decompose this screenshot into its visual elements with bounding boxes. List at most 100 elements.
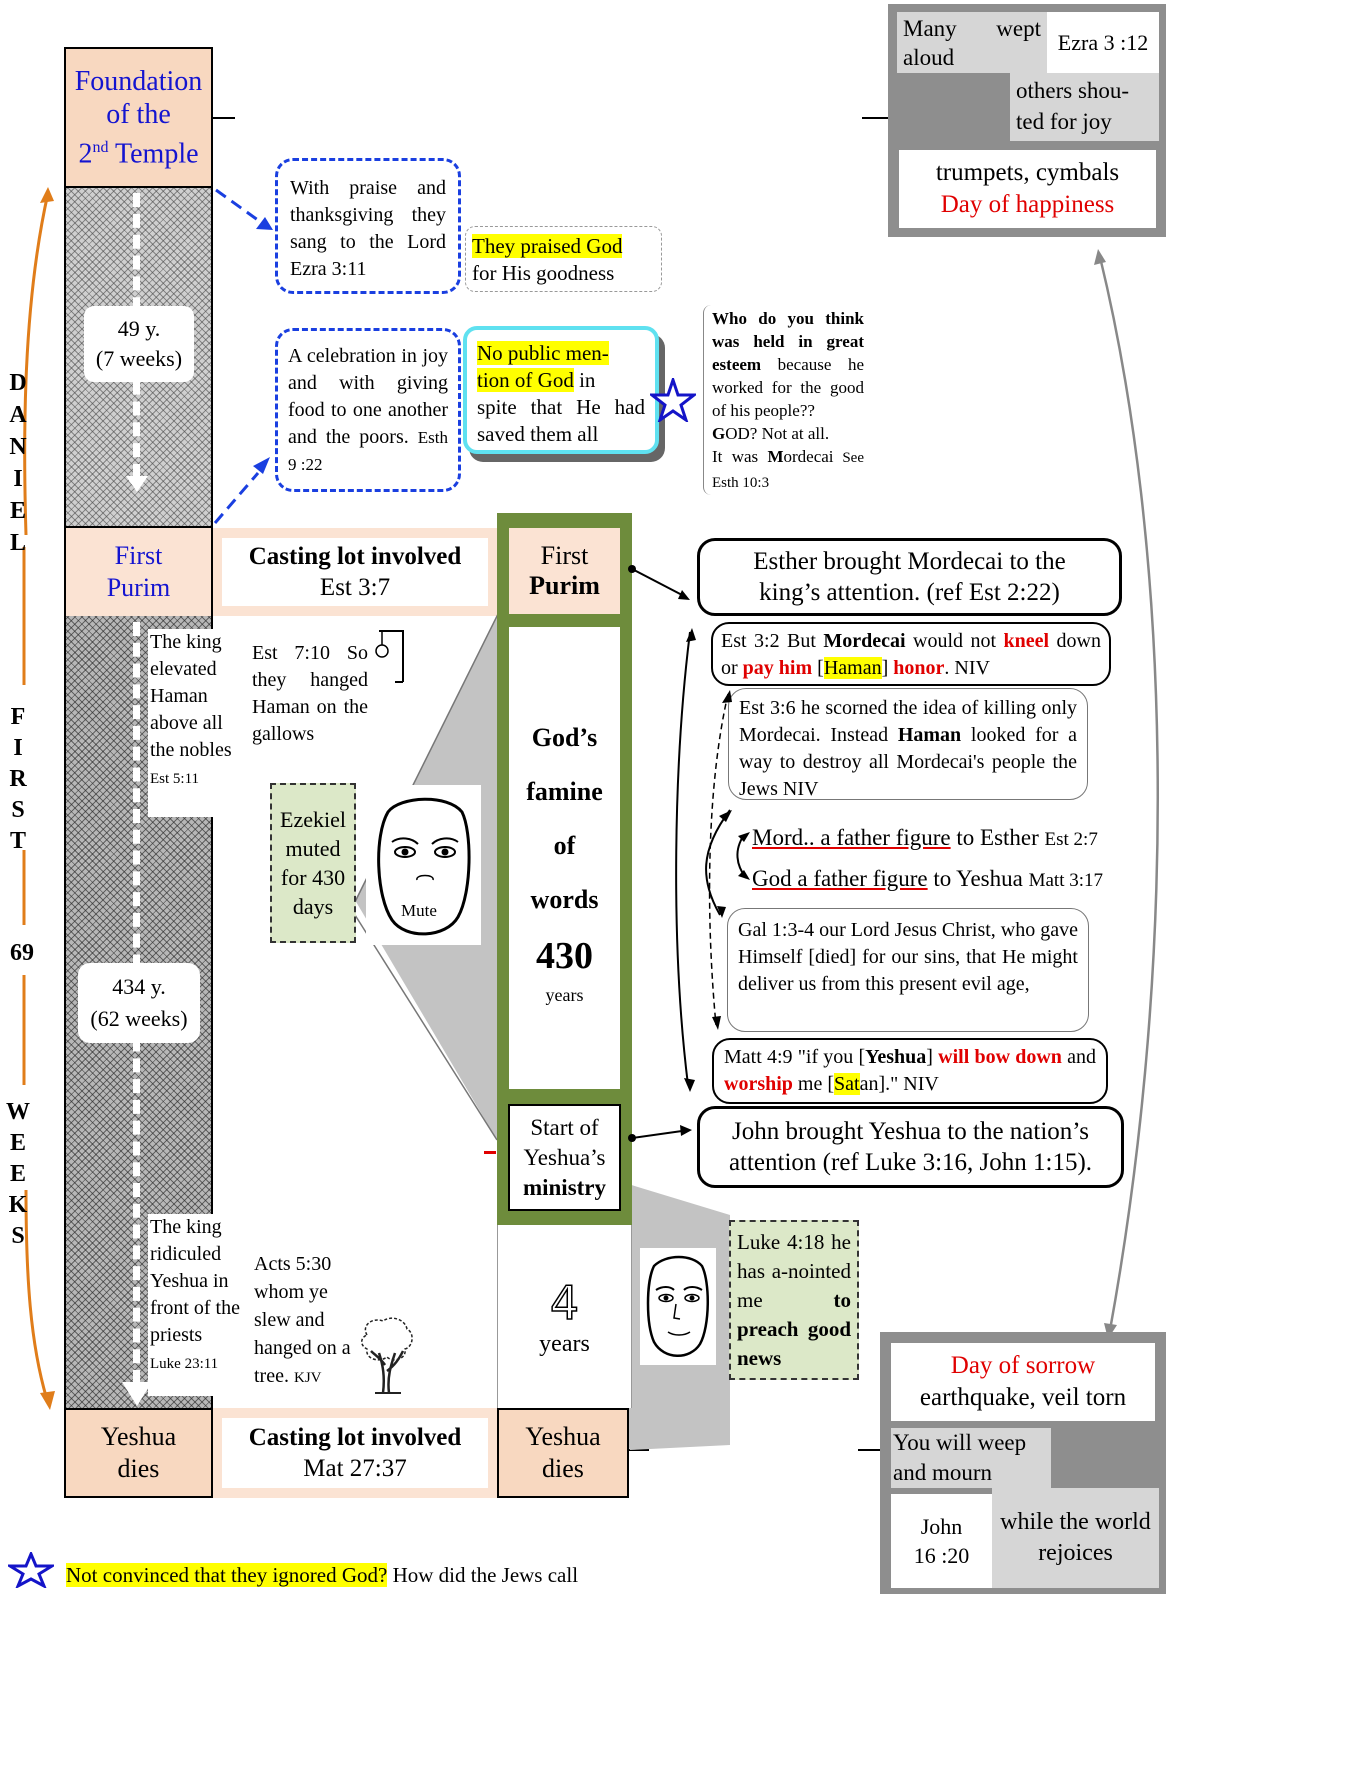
galatians-box: Gal 1:3-4 our Lord Jesus Christ, who gav… (727, 908, 1089, 1032)
luke-text: Luke 4:18 he has a-nointed me (737, 1230, 851, 1312)
famine-unit: years (545, 984, 584, 1005)
john-ref-box: John 16 :20 (891, 1494, 992, 1588)
foundation-label-3: 2 (78, 138, 93, 170)
no-mention-hl-2: tion of God (477, 368, 574, 392)
footnote-highlight: Not convinced that they ignored God? (66, 1563, 388, 1587)
wept-box: Many wept aloud (897, 12, 1047, 73)
gallows-icon (375, 630, 404, 683)
footnote-rest: How did the Jews call (387, 1563, 579, 1587)
famine-number: 430 (536, 934, 593, 977)
yeshua-face-icon (646, 1255, 709, 1357)
tick-red (484, 1151, 496, 1154)
connector-arrows (628, 565, 750, 1142)
esteem-m: M (767, 447, 784, 466)
yeshua-dies-mid-2: dies (542, 1454, 584, 1483)
arrowhead-2 (122, 1382, 152, 1406)
weeks-label: W E E K S (6, 1099, 30, 1249)
first-label: F I R S T (9, 704, 27, 854)
king-ridiculed-ref: Luke 23:11 (150, 1356, 219, 1372)
weeks-62-label: 434 y. (62 weeks) (78, 963, 200, 1043)
casting-lot-bottom: Casting lot involved Mat 27:37 (222, 1418, 488, 1488)
gray-curve-arrow (1094, 249, 1159, 1339)
mute-label: Mute (401, 901, 437, 920)
no-mention-rest-1: in (573, 368, 596, 392)
king-ridiculed-box: The king ridiculed Yeshua in front of th… (148, 1214, 244, 1396)
footnote-star-icon (8, 1552, 54, 1588)
celebration-box: A celebration in joy and with giving foo… (275, 328, 461, 492)
tick-foundation (213, 117, 235, 119)
luke-box: Luke 4:18 he has a-nointed me to preach … (729, 1220, 859, 1380)
praise-box: With praise and thanksgiving they sang t… (275, 158, 461, 294)
weeks-7-weeks: (7 weeks) (95, 346, 183, 371)
mute-face-icon: Mute (377, 797, 471, 936)
no-mention-box: No public men- tion of God in spite that… (463, 326, 659, 454)
ministry-line-2: Yeshua’s (523, 1144, 606, 1170)
happiness-text: Day of happiness (940, 191, 1115, 218)
famine-line-3: of (553, 830, 576, 860)
weeks-7-label: 49 y. (7 weeks) (84, 306, 194, 382)
esteem-box: Who do you think was held in great estee… (703, 305, 868, 495)
praised-god-highlight: They praised God (472, 234, 623, 258)
yeshua-dies-left-1: Yeshua (100, 1422, 177, 1451)
orange-range-arrow (22, 187, 55, 1410)
yeshua-dies-left-2: dies (117, 1454, 160, 1483)
four-years-unit: years (539, 1331, 590, 1357)
famine-line-4: words (530, 884, 599, 914)
acts-text: Acts 5:30 whom ye slew and hanged on a t… (254, 1250, 368, 1392)
first-purim-green-1: First (540, 541, 589, 570)
ministry-line-3: ministry (522, 1174, 607, 1200)
luke-bold: to preach good news (737, 1288, 851, 1370)
weeks-62-weeks: (62 weeks) (90, 1006, 188, 1031)
start-ministry-box: Start of Yeshua’s ministry (508, 1104, 621, 1211)
tick-bottom-mid (629, 1449, 649, 1451)
weeks-62-years: 434 y. (112, 974, 166, 999)
acts-body: Acts 5:30 whom ye slew and hanged on a t… (254, 1253, 351, 1387)
praised-god-box: They praised God for His goodness (465, 226, 662, 292)
foundation-label-1: Foundation (74, 65, 203, 97)
star-icon (650, 378, 696, 422)
yeshua-dies-mid-1: Yeshua (525, 1422, 601, 1451)
trumpets-text: trumpets, cymbals (935, 159, 1120, 186)
famine-line-2: famine (526, 776, 603, 806)
ezekiel-box: Ezekiel muted for 430 days (270, 783, 356, 943)
blue-dashed-arrows (213, 188, 273, 524)
father-figure-1: Mord.. a father figure to Esther Est 2:7 (752, 825, 1098, 850)
esther-brought-box: Esther brought Mordecai to the king’s at… (697, 538, 1122, 616)
sorrow-box: Day of sorrow earthquake, veil torn (891, 1343, 1155, 1421)
sixty-nine-label: 69 (10, 940, 34, 966)
casting-lot-bottom-ref: Mat 27:37 (303, 1455, 407, 1482)
esteem-see: See Esth 10:3 (712, 450, 864, 491)
shouted-box: others shou-ted for joy (1010, 73, 1159, 141)
earthquake-text: earthquake, veil torn (919, 1384, 1127, 1411)
trumpets-box: trumpets, cymbals Day of happiness (899, 150, 1156, 228)
matt-4-9-box: Matt 4:9 "if you [Yeshua] will bow down … (712, 1038, 1108, 1104)
esteem-it-was: It was (712, 447, 768, 466)
king-elevated-ref: Est 5:11 (150, 771, 200, 787)
first-purim-box-left: First Purim (64, 528, 213, 616)
four-years-number: 4 (549, 1275, 580, 1331)
footnote-text: Not convinced that they ignored God? How… (66, 1562, 866, 1588)
casting-lot-top: Casting lot involved Est 3:7 (222, 538, 488, 606)
hanged-text: Est 7:10 So they hanged Haman on the gal… (252, 642, 368, 745)
est-3-6-box: Est 3:6 he scorned the idea of killing o… (728, 688, 1088, 800)
celebration-ref: Esth 9 :22 (288, 428, 448, 474)
john-brought-box: John brought Yeshua to the nation’s atte… (697, 1106, 1124, 1188)
esteem-god-rest: OD? Not at all. (725, 424, 830, 443)
first-purim-left-1: First (114, 541, 163, 570)
no-mention-rest-2: spite that He had saved them all (477, 395, 645, 446)
weep-box: You will weep and mourn (891, 1428, 1051, 1488)
esteem-mordecai: ordecai (783, 447, 834, 466)
esteem-god-g: G (712, 424, 726, 443)
no-mention-hl-1: No public men- (477, 341, 609, 365)
tree-icon (361, 1317, 413, 1394)
sorrow-text: Day of sorrow (950, 1352, 1096, 1379)
acts-ref: KJV (293, 1370, 322, 1386)
praised-god-rest: for His goodness (472, 261, 615, 285)
famine-box: God’s famine of words 430 years (509, 627, 620, 1089)
four-years-box: 4 years (497, 1225, 632, 1408)
foundation-label-2: of the (106, 98, 171, 130)
yeshua-dies-box-left: Yeshua dies (64, 1408, 213, 1498)
rejoices-box: while the world rejoices (992, 1488, 1159, 1588)
esteem-question: Who do you think was held in great estee… (712, 309, 864, 374)
foundation-label-4: Temple (108, 138, 199, 170)
